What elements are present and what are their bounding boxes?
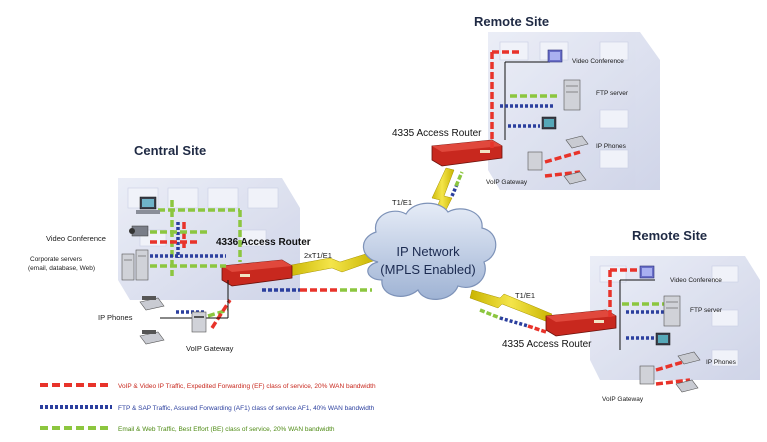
remote-top-site-title: Remote Site [474, 14, 549, 29]
remote-bottom-video-label: Video Conference [670, 277, 722, 284]
remote-bottom-gateway-label: VoIP Gateway [602, 396, 644, 403]
remote-bottom-router-label: 4335 Access Router [502, 339, 592, 350]
legend: VoIP & Video IP Traffic, Expedited Forwa… [40, 383, 376, 433]
remote-top-wan-traffic [450, 171, 464, 197]
remote-top-ip-phone-icon [565, 135, 589, 149]
cloud-line2: (MPLS Enabled) [380, 262, 475, 277]
central-video-camera-icon [129, 225, 149, 237]
remote-bottom-phones-label: IP Phones [706, 359, 737, 366]
remote-top-router-label: 4335 Access Router [392, 128, 482, 139]
remote-top-workstation-icon [541, 116, 557, 130]
remote-top-link-label: T1/E1 [392, 198, 412, 207]
legend-item-be: Email & Web Traffic, Best Effort (BE) cl… [40, 426, 335, 433]
remote-bottom-ftp-server-icon [663, 295, 681, 327]
central-ip-phone-icon-2 [139, 330, 165, 345]
legend-be-text: Email & Web Traffic, Best Effort (BE) cl… [118, 426, 335, 433]
central-router[interactable] [221, 259, 293, 287]
remote-bottom-ip-phone-icon-2 [675, 379, 699, 393]
remote-top-traffic-lines [490, 50, 581, 178]
remote-bottom-workstation-icon [655, 332, 671, 346]
remote-bottom-link-label: T1/E1 [515, 291, 535, 300]
remote-top-router[interactable] [431, 139, 503, 167]
legend-item-af1: FTP & SAP Traffic, Assured Forwarding (A… [40, 405, 375, 412]
remote-top-video-label: Video Conference [572, 58, 624, 65]
central-servers-label-1: Corporate servers [30, 256, 83, 263]
legend-item-ef: VoIP & Video IP Traffic, Expedited Forwa… [40, 383, 376, 390]
remote-top-phones-label: IP Phones [596, 143, 627, 150]
central-voip-gateway-icon [191, 311, 207, 333]
legend-ef-text: VoIP & Video IP Traffic, Expedited Forwa… [118, 383, 376, 390]
central-site-title: Central Site [134, 143, 206, 158]
remote-top-ftp-label: FTP server [596, 90, 629, 97]
central-gateway-label: VoIP Gateway [186, 344, 234, 353]
central-servers-icon [121, 249, 149, 281]
remote-top-gateway-label: VoIP Gateway [486, 179, 528, 186]
central-video-label: Video Conference [46, 234, 106, 243]
remote-bottom-traffic-lines [608, 268, 691, 386]
remote-top-ip-phone-icon-2 [563, 171, 587, 185]
remote-bottom-wan-traffic [479, 308, 547, 334]
central-link-label: 2xT1/E1 [304, 251, 332, 260]
remote-bottom-voip-gateway-icon [639, 365, 655, 385]
central-video-conference-icon [136, 196, 160, 214]
remote-top-voip-gateway-icon [527, 151, 543, 171]
remote-bottom-ftp-label: FTP server [690, 307, 723, 314]
central-servers-label-2: (email, database, Web) [28, 265, 95, 272]
cloud-line1: IP Network [396, 244, 460, 259]
central-traffic-lines [150, 200, 242, 329]
central-ip-phone-icon [139, 296, 165, 311]
ip-network-cloud: IP Network (MPLS Enabled) [362, 202, 497, 300]
legend-af1-text: FTP & SAP Traffic, Assured Forwarding (A… [118, 405, 375, 412]
remote-bottom-ip-phone-icon [677, 351, 701, 365]
remote-top-video-conference-icon [547, 49, 563, 63]
wan-link-remote-bottom [469, 289, 553, 323]
remote-bottom-site-title: Remote Site [632, 228, 707, 243]
remote-bottom-video-conference-icon [639, 265, 655, 279]
remote-top-ftp-server-icon [563, 79, 581, 111]
central-phones-label: IP Phones [98, 313, 133, 322]
remote-bottom-router[interactable] [545, 309, 617, 337]
remote-top-building [488, 32, 660, 190]
central-router-label: 4336 Access Router [216, 237, 311, 248]
